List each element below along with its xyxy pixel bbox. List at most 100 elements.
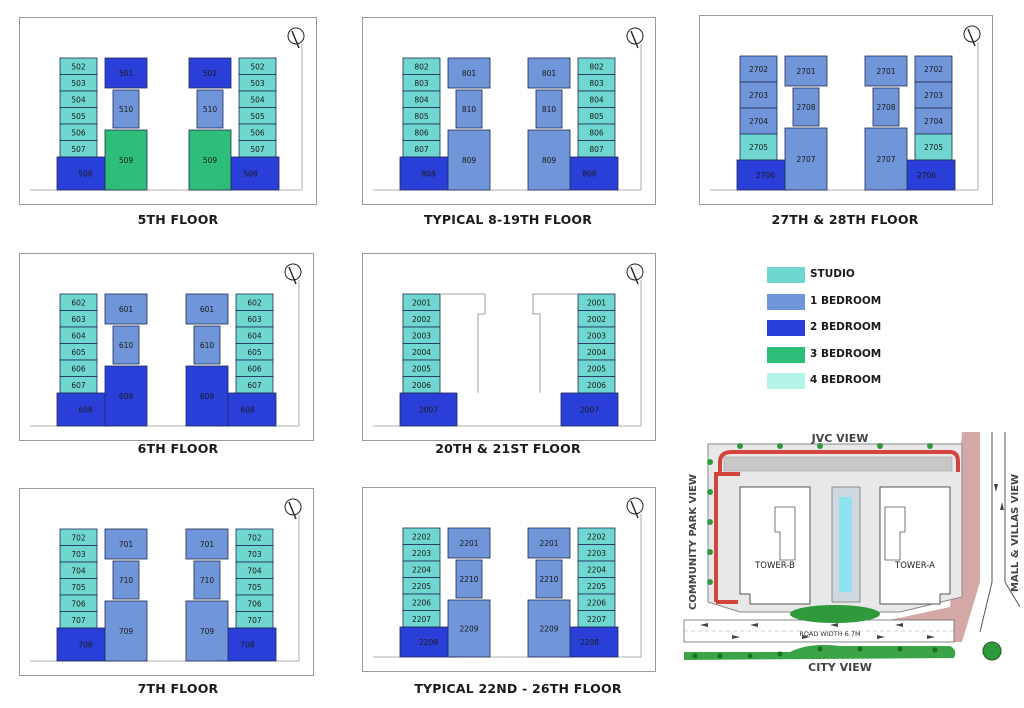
unit-number: 703 xyxy=(71,550,86,559)
unit-number: 2702 xyxy=(749,65,768,74)
unit-number: 810 xyxy=(462,105,477,114)
legend-label: STUDIO xyxy=(810,268,855,280)
unit-number: 809 xyxy=(542,156,557,165)
unit-number: 605 xyxy=(247,348,262,357)
unit-number: 505 xyxy=(71,112,86,121)
unit-number: 610 xyxy=(200,341,215,350)
north-compass-icon xyxy=(626,263,644,285)
unit-number: 2002 xyxy=(587,315,606,324)
unit-number: 2006 xyxy=(587,381,606,390)
unit-number: 2705 xyxy=(924,143,943,152)
legend-label: 1 BEDROOM xyxy=(810,294,882,307)
unit-number: 606 xyxy=(71,364,86,373)
unit-number: 808 xyxy=(421,170,436,179)
pool xyxy=(839,497,852,592)
unit-middle xyxy=(792,87,820,127)
legend-label: 2 BEDROOM xyxy=(810,321,882,333)
traffic-arrows xyxy=(700,484,1004,639)
floor-title: 7TH FLOOR xyxy=(137,681,219,696)
unit-number: 2707 xyxy=(796,155,815,164)
tower-a-label: TOWER-A xyxy=(894,561,935,571)
unit-number: 2704 xyxy=(749,117,768,126)
unit-number: 2706 xyxy=(756,171,775,180)
unit-number: 2704 xyxy=(924,117,943,126)
legend-item: 3 BEDROOM xyxy=(767,344,967,371)
unit-number: 802 xyxy=(589,62,604,71)
unit-corner xyxy=(897,159,956,191)
unit-studio xyxy=(914,81,953,109)
unit-lower xyxy=(188,129,232,191)
unit-number: 503 xyxy=(71,79,86,88)
floor-title: 5TH FLOOR xyxy=(137,212,219,227)
unit-number: 2703 xyxy=(749,91,768,100)
unit-number: 802 xyxy=(414,62,429,71)
floor-title: 6TH FLOOR xyxy=(137,441,219,456)
unit-number: 705 xyxy=(71,583,86,592)
track xyxy=(718,450,960,474)
unit-corner xyxy=(736,159,795,191)
unit-number: 701 xyxy=(119,540,134,549)
unit-upper xyxy=(864,55,908,87)
unit-corner xyxy=(560,392,619,427)
unit-number: 801 xyxy=(462,69,477,78)
site-plan-svg: JVC VIEW CITY VIEW COMMUNITY PARK VIEW M… xyxy=(683,432,1020,672)
unit-lower xyxy=(527,599,571,658)
unit-number: 2004 xyxy=(412,348,431,357)
unit-upper xyxy=(447,527,491,559)
legend-item: 4 BEDROOM xyxy=(767,370,967,397)
unit-middle xyxy=(455,559,483,599)
unit-number: 705 xyxy=(247,583,262,592)
unit-number: 2202 xyxy=(412,532,431,541)
legend-swatch xyxy=(767,267,805,283)
unit-number: 2202 xyxy=(587,532,606,541)
unit-number: 2708 xyxy=(876,103,895,112)
floor-plan-svg: 5025035045055065075085025035045055065075… xyxy=(30,27,305,191)
unit-corner xyxy=(56,627,115,662)
unit-number: 505 xyxy=(250,112,265,121)
unit-number: 2210 xyxy=(539,575,558,584)
unit-number: 2203 xyxy=(412,549,431,558)
unit-upper xyxy=(447,57,491,89)
road-width-label: ROAD WIDTH 6.7M xyxy=(799,630,860,638)
unit-number: 704 xyxy=(247,566,262,575)
unit-middle xyxy=(193,560,221,600)
unit-number: 2204 xyxy=(412,565,431,574)
unit-number: 803 xyxy=(414,79,429,88)
unit-corner xyxy=(56,392,115,427)
legend-item: 2 BEDROOM xyxy=(767,317,967,344)
compass-needle xyxy=(288,501,297,520)
compass-needle xyxy=(291,30,300,49)
unit-number: 809 xyxy=(462,156,477,165)
unit-corner xyxy=(399,156,458,191)
legend-item: STUDIO xyxy=(767,264,967,291)
compass-ring xyxy=(626,27,644,45)
north-compass-icon xyxy=(626,497,644,519)
tower-b xyxy=(739,486,811,605)
unit-number: 2207 xyxy=(587,615,606,624)
unit-number: 2703 xyxy=(924,91,943,100)
unit-middle xyxy=(193,325,221,365)
unit-corner xyxy=(399,392,458,427)
unit-upper xyxy=(185,528,229,560)
unit-middle xyxy=(455,89,483,129)
north-compass-icon xyxy=(963,25,981,47)
unit-lower xyxy=(104,365,148,427)
unit-number: 2201 xyxy=(539,539,558,548)
unit-upper xyxy=(104,293,148,325)
unit-number: 2001 xyxy=(412,298,431,307)
unit-number: 607 xyxy=(247,381,262,390)
unit-number: 2005 xyxy=(412,364,431,373)
unit-number: 503 xyxy=(250,79,265,88)
unit-number: 605 xyxy=(71,348,86,357)
unit-number: 606 xyxy=(247,364,262,373)
unit-number: 710 xyxy=(119,576,134,585)
unit-number: 804 xyxy=(589,95,604,104)
core-outline xyxy=(440,293,486,393)
tower-b-label: TOWER-B xyxy=(754,561,795,571)
unit-upper xyxy=(784,55,828,87)
unit-number: 2210 xyxy=(459,575,478,584)
unit-number: 2206 xyxy=(587,598,606,607)
